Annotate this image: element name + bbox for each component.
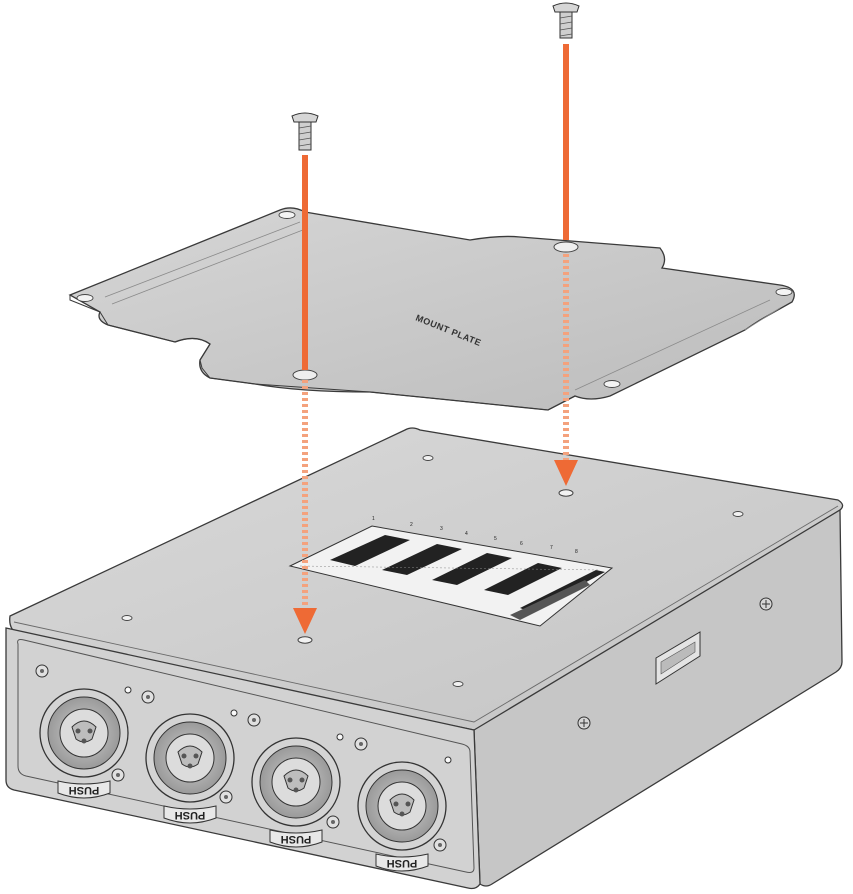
indicator-hole (124, 686, 132, 694)
usb-port (655, 631, 701, 685)
front-screw (433, 838, 447, 852)
xlr-combo-connector: PUSH (251, 737, 341, 848)
screw-right (552, 2, 580, 39)
insertion-arrow-right (554, 44, 578, 486)
channel-number: 3 (440, 526, 443, 532)
xlr-combo-connector: PUSH (145, 713, 235, 824)
channel-number: 1 (372, 516, 375, 522)
indicator-hole (336, 733, 344, 741)
side-screw (577, 716, 591, 730)
front-screw (35, 664, 49, 678)
indicator-hole (230, 709, 238, 717)
audio-converter-unit: 1 2 3 4 5 6 7 8 (5, 427, 844, 890)
plate-screw-hole (292, 369, 318, 381)
front-screw (141, 690, 155, 704)
screw-left (291, 112, 319, 151)
side-screw (759, 597, 773, 611)
plate-slot (603, 380, 621, 388)
front-screw (326, 815, 340, 829)
channel-number-labels: 1 2 3 4 5 6 7 8 (372, 516, 578, 555)
top-screw (422, 455, 434, 461)
top-screw (452, 681, 464, 687)
channel-number: 7 (550, 545, 553, 551)
plate-slot (278, 211, 296, 219)
xlr-combo-connector: PUSH (39, 688, 129, 799)
channel-number: 8 (575, 549, 578, 555)
front-screw (247, 713, 261, 727)
front-screw (354, 737, 368, 751)
plate-screw-hole (553, 241, 579, 253)
xlr-combo-connector: PUSH (357, 761, 447, 872)
indicator-hole (444, 756, 452, 764)
arrow-head (293, 608, 317, 634)
push-latch-label: PUSH (69, 784, 100, 796)
top-screw (121, 615, 133, 621)
channel-number: 2 (410, 522, 413, 528)
arrow-shaft-solid (302, 155, 308, 370)
front-screw (111, 768, 125, 782)
insertion-arrow-left (293, 155, 317, 634)
channel-number: 5 (494, 536, 497, 542)
channel-number: 6 (520, 541, 523, 547)
top-screw (732, 511, 744, 517)
arrow-shaft-solid (563, 44, 569, 240)
plate-slot (775, 288, 793, 296)
push-latch-label: PUSH (387, 857, 418, 869)
plate-slot (76, 294, 94, 302)
front-screw (219, 790, 233, 804)
mount-plate: MOUNT PLATE (68, 207, 795, 411)
push-latch-label: PUSH (175, 809, 206, 821)
unit-screw-hole (558, 489, 574, 497)
unit-screw-hole (297, 636, 313, 644)
dip-switch-label-panel: 1 2 3 4 5 6 7 8 (288, 516, 614, 627)
push-latch-label: PUSH (281, 833, 312, 845)
channel-number: 4 (465, 531, 468, 537)
arrow-head (554, 460, 578, 486)
